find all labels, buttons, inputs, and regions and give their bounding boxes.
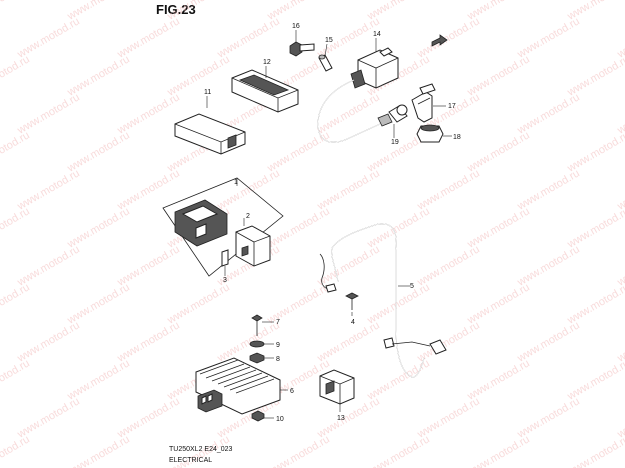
section-name: ELECTRICAL	[169, 457, 213, 464]
callout-6: 6	[290, 388, 294, 395]
part-16-bolt: 16	[289, 23, 315, 57]
part-19-plug-cap: 19	[388, 104, 408, 146]
callout-4: 4	[351, 319, 355, 326]
part-6-regulator-rectifier: 6	[195, 357, 294, 415]
part-7-bolt: 7	[251, 314, 280, 336]
part-8-collar: 8	[249, 352, 280, 364]
callout-2: 2	[246, 213, 250, 220]
callout-17: 17	[448, 103, 456, 110]
callout-12: 12	[263, 59, 271, 66]
part-13-connector: 13	[319, 369, 355, 422]
callout-19: 19	[391, 139, 399, 146]
callout-14: 14	[373, 31, 381, 38]
watermark-text: www.motod.ru	[365, 433, 432, 468]
callout-10: 10	[276, 416, 284, 423]
callout-7: 7	[276, 319, 280, 326]
part-15-spacer: 15	[318, 37, 333, 72]
watermark-text: www.motod.ru	[0, 281, 32, 327]
part-12-cover: 12	[231, 59, 299, 113]
part-11-ignitor: 11	[174, 89, 246, 155]
watermark-text: www.motod.ru	[0, 129, 32, 175]
watermark-text: www.motod.ru	[0, 205, 32, 251]
watermark-text: www.motod.ru	[465, 433, 532, 468]
watermark-text: www.motod.ru	[65, 433, 132, 468]
part-18-boot: 18	[416, 124, 461, 143]
callout-3: 3	[223, 277, 227, 284]
callout-13: 13	[337, 415, 345, 422]
part-9-washer: 9	[249, 340, 280, 349]
part-14-ignition-coil: 14	[317, 31, 399, 143]
part-5-wiring-harness: 5	[319, 223, 447, 378]
front-direction-arrow	[431, 34, 448, 47]
callout-9: 9	[276, 342, 280, 349]
watermark-text: www.motod.ru	[0, 0, 32, 23]
watermark-text: www.motod.ru	[0, 53, 32, 99]
relay-assembly-box: 1 2 3	[162, 177, 284, 284]
watermark-text: www.motod.ru	[265, 433, 332, 468]
watermark-text: www.motod.ru	[0, 357, 32, 403]
callout-18: 18	[453, 134, 461, 141]
watermark-text: www.motod.ru	[565, 433, 625, 468]
part-17-spark-plug-cap: 17	[411, 83, 456, 123]
callout-11: 11	[204, 89, 211, 96]
watermark-text: www.motod.ru	[0, 433, 32, 468]
part-4-screw: 4	[345, 292, 359, 326]
part-10-nut: 10	[251, 410, 284, 423]
callout-16: 16	[292, 23, 300, 30]
callout-15: 15	[325, 37, 333, 44]
figure-title: FIG.23	[156, 2, 196, 17]
callout-8: 8	[276, 356, 280, 363]
callout-1: 1	[234, 179, 238, 186]
callout-5: 5	[410, 283, 414, 290]
drawing-code: TU250XL2 E24_023	[169, 446, 233, 453]
